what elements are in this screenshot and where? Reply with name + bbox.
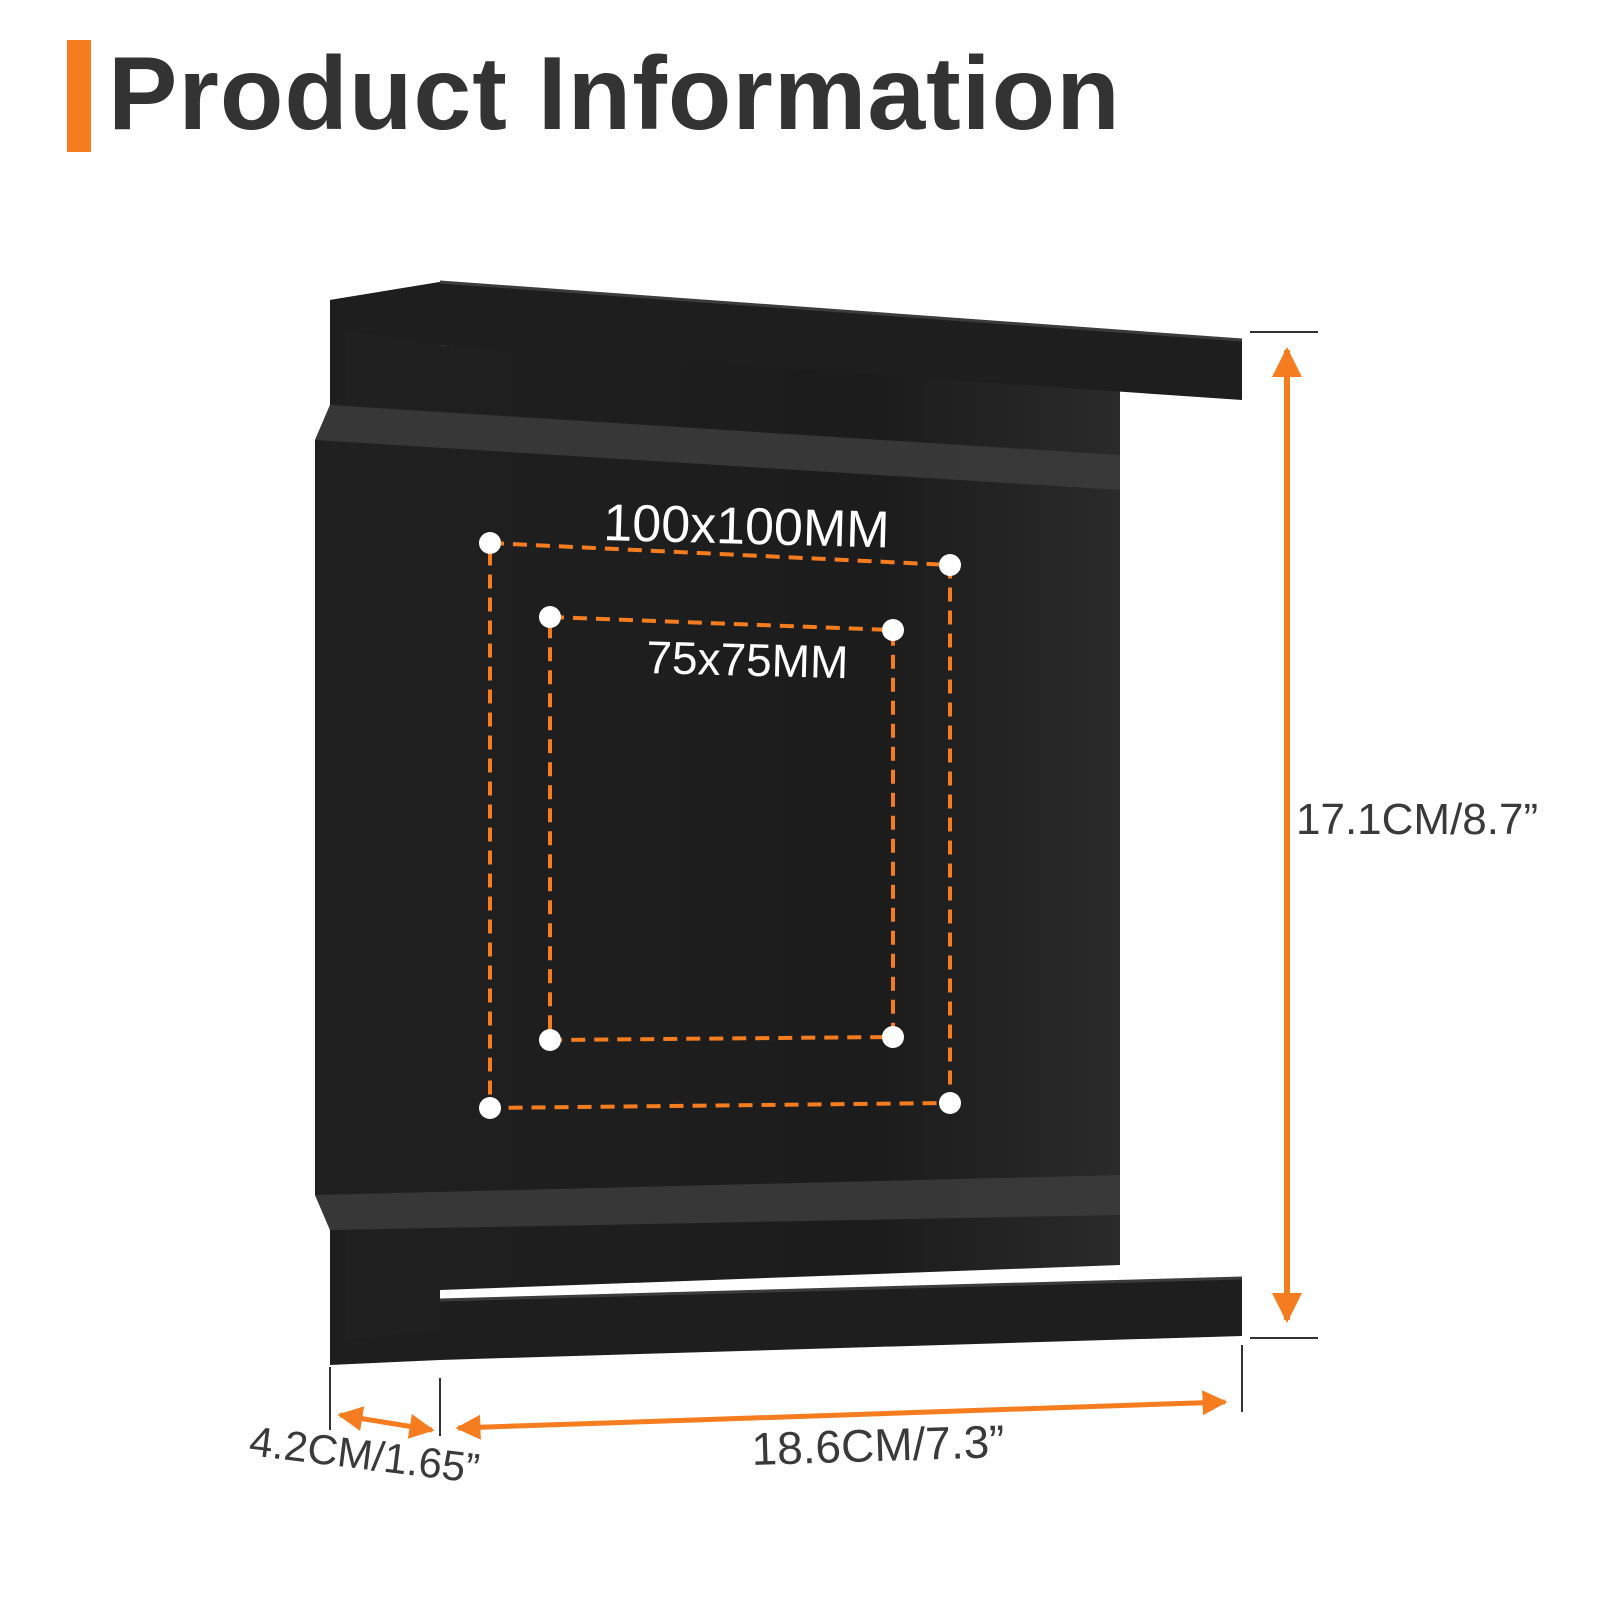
vesa-75-label: 75x75MM (646, 631, 849, 688)
height-dimension: 17.1CM/8.7” (1250, 331, 1538, 1339)
bracket-bottom-bend (315, 1175, 1120, 1230)
bracket-top-flange-edge (439, 280, 1243, 342)
bracket-main-panel (315, 282, 1120, 1350)
bracket-bottom-flange (440, 1278, 1242, 1360)
vesa-100-hole-bottom-right (939, 1092, 961, 1114)
page-title: Product Information (108, 36, 1121, 152)
depth-dimension: 4.2CM/1.65” (247, 1367, 482, 1492)
title-accent-bar (67, 40, 91, 152)
depth-arrow (337, 1406, 435, 1439)
bracket-bottom-lip (330, 1230, 440, 1365)
width-label: 18.6CM/7.3” (751, 1415, 1006, 1475)
vesa-guides: 100x100MM 75x75MM (479, 494, 961, 1119)
bracket-bottom-flange-edge (439, 1276, 1243, 1302)
vesa-100-hole-bottom-left (479, 1097, 501, 1119)
vesa-100-hole-top-right (939, 554, 961, 576)
vesa-75-hole-bottom-right (882, 1026, 904, 1048)
vesa-75-hole-top-left (539, 606, 561, 628)
width-dimension: 18.6CM/7.3” (439, 1345, 1243, 1475)
vesa-100-label: 100x100MM (603, 494, 891, 559)
vesa-75-hole-bottom-left (539, 1029, 561, 1051)
bracket-top-lip (330, 282, 440, 405)
bracket-top-flange (440, 282, 1242, 400)
width-arrow (455, 1390, 1228, 1440)
bracket-body (315, 280, 1243, 1365)
height-label: 17.1CM/8.7” (1296, 795, 1538, 844)
bracket-top-bend (315, 405, 1120, 490)
depth-label: 4.2CM/1.65” (247, 1417, 482, 1492)
vesa-100-hole-top-left (479, 532, 501, 554)
vesa-75-hole-top-right (882, 619, 904, 641)
